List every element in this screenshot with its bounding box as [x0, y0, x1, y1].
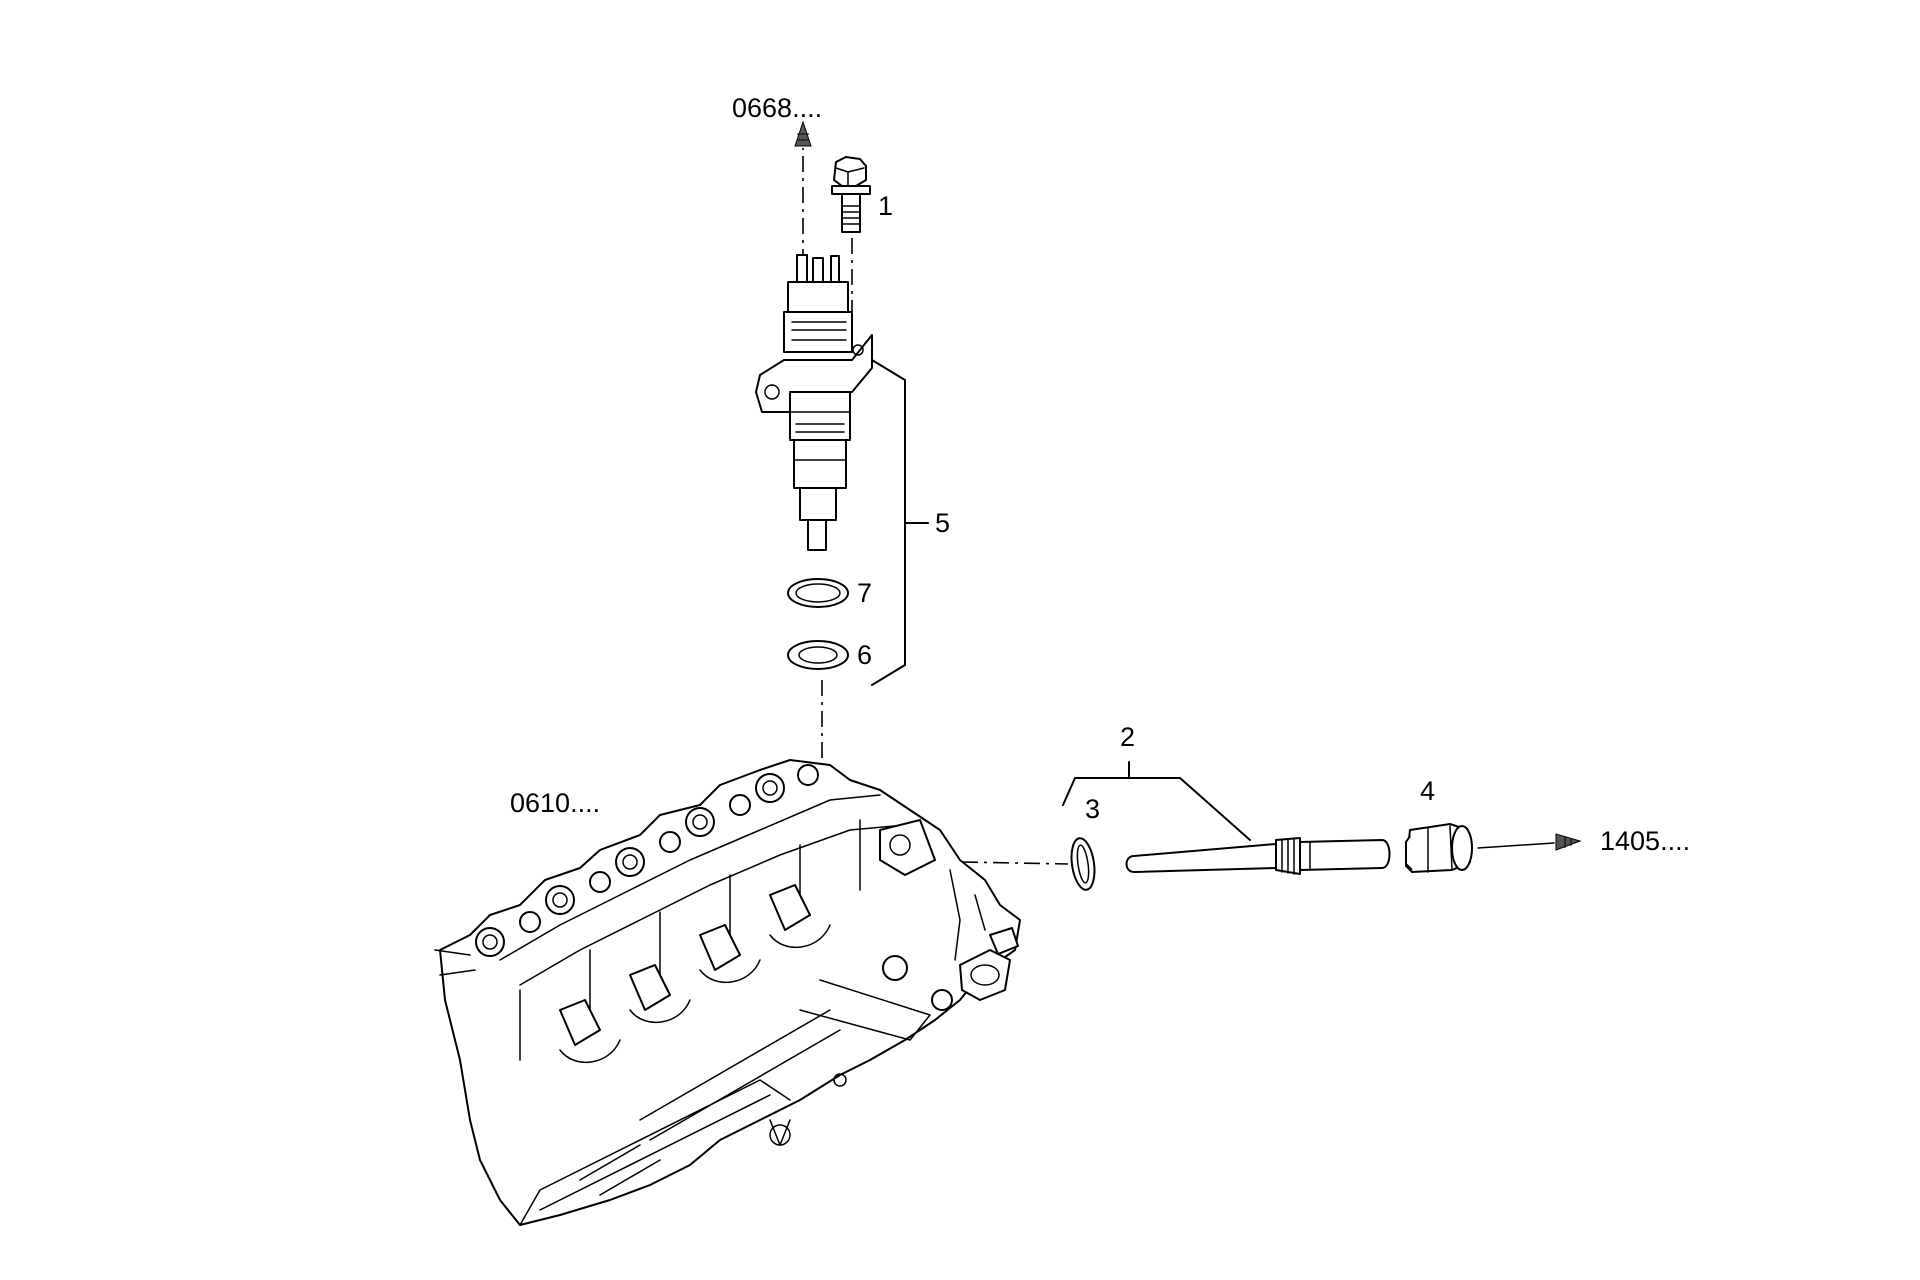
top-reference-label: 0668.... — [732, 93, 822, 123]
kit-5-bracket — [871, 359, 929, 686]
callout-4: 4 — [1420, 776, 1435, 806]
connector-pipe-2 — [1125, 837, 1391, 875]
o-ring-3 — [1070, 837, 1096, 891]
nut-4 — [1405, 823, 1473, 873]
callout-2: 2 — [1120, 722, 1135, 752]
pipe-axis-line — [961, 861, 1069, 865]
right-reference-arrow — [1477, 833, 1582, 851]
cylinder-head-assembly — [434, 759, 1021, 1226]
washer-6 — [787, 640, 849, 670]
callout-5: 5 — [935, 508, 950, 538]
callout-6: 6 — [857, 640, 872, 670]
callout-3: 3 — [1085, 794, 1100, 824]
top-reference-arrow — [794, 120, 812, 265]
washer-7 — [787, 578, 849, 608]
callout-7: 7 — [857, 578, 872, 608]
right-reference-label: 1405.... — [1600, 826, 1690, 856]
bolt-part — [831, 156, 871, 322]
injector-part — [755, 254, 873, 551]
left-reference-label: 0610.... — [510, 788, 600, 818]
kit-2-bracket — [1062, 761, 1251, 841]
callout-1: 1 — [878, 191, 893, 221]
